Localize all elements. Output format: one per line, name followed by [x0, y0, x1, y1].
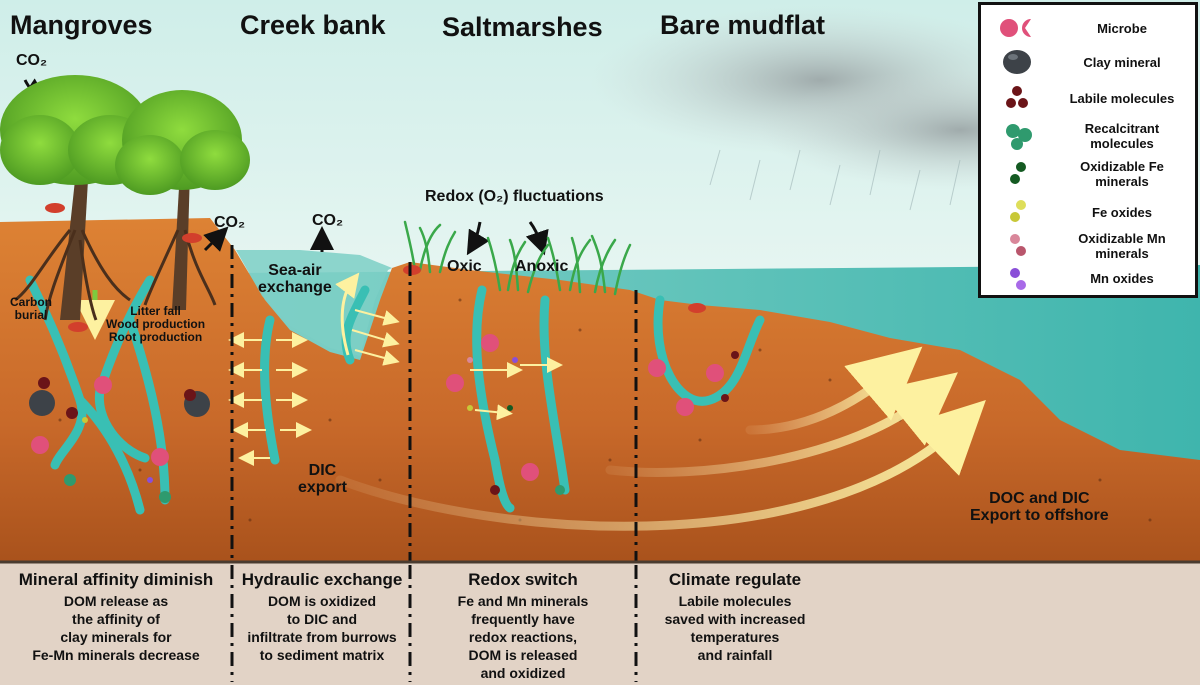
legend-label: Oxidizable Fe minerals	[1080, 159, 1164, 189]
microbe-icon	[1000, 19, 1031, 37]
bottom-title-redox-switch: Redox switch	[468, 570, 578, 589]
sediment	[0, 218, 1200, 562]
legend-item-recalcitrant-molecules: Recalcitrant molecules	[981, 119, 1195, 153]
mangrove-tree-left	[0, 75, 152, 321]
legend-item-oxidizable-mn: Oxidizable Mn minerals	[981, 229, 1195, 263]
marsh-grass	[403, 220, 632, 296]
legend-item-labile-molecules: Labile molecules	[981, 81, 1195, 115]
mudflat-burrow	[653, 295, 765, 406]
oxidizable-mn-icon	[1010, 234, 1026, 256]
bottom-title-climate-regulate: Climate regulate	[668, 570, 802, 589]
crab-icons	[45, 203, 706, 332]
legend-item-microbe: Microbe	[981, 11, 1195, 45]
litter-fall-label: Litter fall Wood production Root product…	[106, 304, 206, 344]
carbon-burial-label: Carbon burial	[10, 295, 52, 322]
legend-label: Clay mineral	[1083, 55, 1161, 70]
sea-air-exchange-label: Sea-air exchange	[258, 262, 332, 296]
dic-export-label: DIC export	[298, 462, 347, 496]
co2-label-creek: CO₂	[312, 212, 344, 229]
bottom-title-mineral-affinity: Mineral affinity diminish	[18, 570, 214, 589]
bottom-desc-redox-switch: Fe and Mn minerals frequently have redox…	[457, 593, 589, 681]
recalcitrant-molecules-icon	[1006, 124, 1032, 150]
fe-oxides-icon	[1010, 200, 1026, 222]
legend-item-clay-mineral: Clay mineral	[981, 45, 1195, 79]
export-flows	[335, 346, 986, 531]
co2-label-mangrove: CO₂	[214, 214, 246, 231]
bottom-desc-mineral-affinity: DOM release as the affinity of clay mine…	[32, 593, 200, 663]
mn-oxides-icon	[1010, 268, 1026, 290]
legend-label: Mn oxides	[1090, 271, 1154, 286]
zone-title-creek-bank: Creek bank	[240, 10, 386, 40]
zone-title-saltmarshes: Saltmarshes	[442, 12, 603, 42]
anoxic-label: Anoxic	[515, 258, 569, 275]
bottom-title-hydraulic-exchange: Hydraulic exchange	[241, 570, 403, 589]
mangrove-tree-right	[115, 90, 250, 310]
sediment-speckles	[58, 298, 1152, 522]
sediment-particles	[29, 334, 739, 503]
legend-label: Microbe	[1097, 21, 1147, 36]
legend-label: Oxidizable Mn minerals	[1078, 231, 1166, 261]
bottom-desc-climate-regulate: Labile molecules saved with increased te…	[664, 593, 806, 663]
oxic-label: Oxic	[447, 258, 482, 275]
legend-item-mn-oxides: Mn oxides	[981, 263, 1195, 297]
doc-dic-export-label: DOC and DIC Export to offshore	[970, 490, 1109, 524]
legend-label: Recalcitrant molecules	[1084, 121, 1160, 151]
saltmarsh-burrows	[472, 285, 570, 513]
hydraulic-arrows	[228, 309, 563, 466]
legend-item-fe-oxides: Fe oxides	[981, 195, 1195, 229]
clay-mineral-icon	[1003, 50, 1031, 74]
zone-title-bare-mudflat: Bare mudflat	[660, 10, 826, 40]
bottom-panel	[0, 562, 1200, 685]
zone-title-mangroves: Mangroves	[10, 10, 153, 40]
legend-label: Labile molecules	[1069, 91, 1175, 106]
zone-dividers-bottom	[230, 565, 638, 682]
oxidizable-fe-icon	[1010, 162, 1026, 184]
redox-fluctuations-label: Redox (O₂) fluctuations	[425, 188, 604, 205]
legend-label: Fe oxides	[1092, 205, 1152, 220]
legend-item-oxidizable-fe: Oxidizable Fe minerals	[981, 157, 1195, 191]
sea-air-arrow	[335, 272, 360, 356]
bottom-desc-hydraulic-exchange: DOM is oxidized to DIC and infiltrate fr…	[247, 593, 397, 663]
legend: Microbe Clay mineral Labile molecules Re…	[978, 2, 1198, 298]
labile-molecules-icon	[1006, 86, 1028, 108]
co2-label-top: CO₂	[16, 52, 48, 69]
